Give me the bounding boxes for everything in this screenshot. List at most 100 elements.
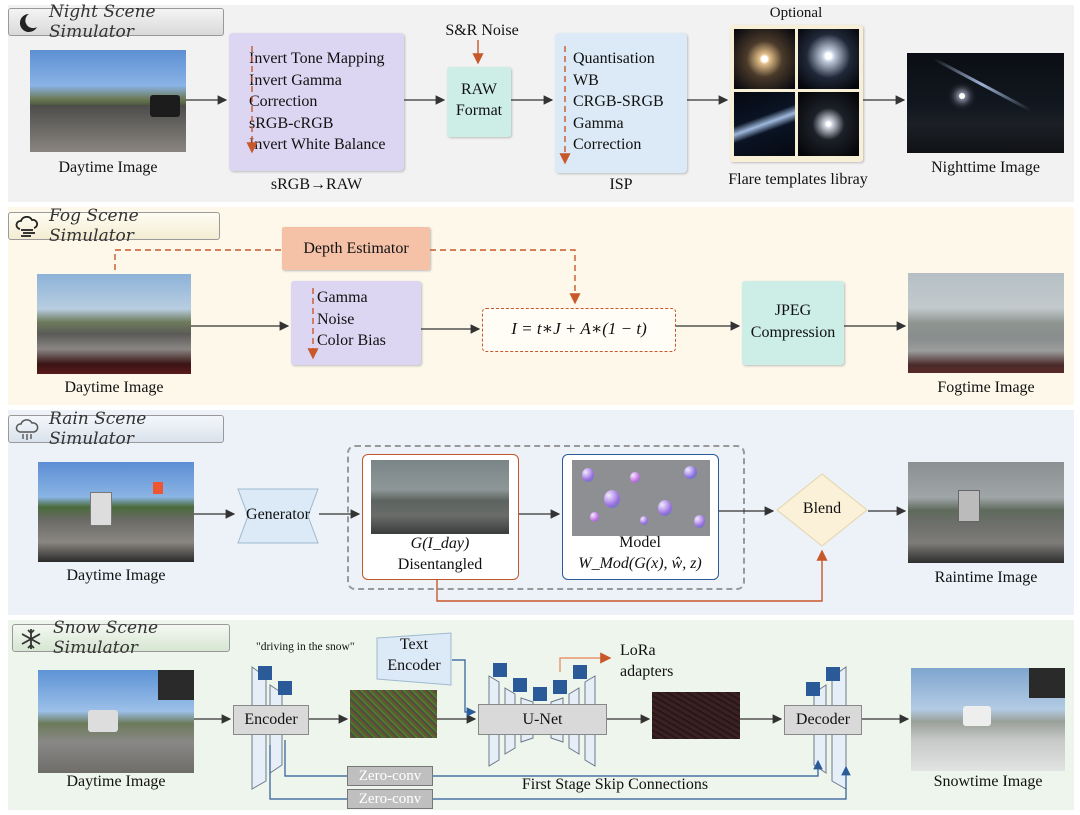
lora-label: LoRa adapters bbox=[620, 640, 673, 682]
generator-label: Generator bbox=[246, 506, 310, 523]
step-fog-noise: Noise bbox=[317, 310, 355, 328]
step-isp-correction: Correction bbox=[573, 136, 642, 153]
disentangled-photo bbox=[371, 460, 509, 534]
nighttime-photo bbox=[907, 53, 1064, 153]
disentangled-formula: G(I_day) bbox=[410, 535, 470, 552]
text-encoder-line1: Text bbox=[399, 636, 429, 653]
fog-formula: I = t∗J + A∗(1 − t) bbox=[511, 319, 647, 338]
rain-daytime-label: Daytime Image bbox=[66, 567, 166, 584]
srgb-to-raw-box: Invert Tone Mapping Invert Gamma Correct… bbox=[229, 33, 404, 171]
flare-library bbox=[730, 25, 863, 162]
noise-label: S&R Noise bbox=[445, 22, 519, 39]
srgb-steps: Invert Tone Mapping Invert Gamma Correct… bbox=[249, 48, 386, 156]
step-srgb-crgb: sRGB-cRGB bbox=[249, 114, 334, 132]
rain-title: Rain Scene Simulator bbox=[8, 409, 224, 449]
snowtime-photo bbox=[911, 668, 1065, 771]
step-invert-white-balance: Invert White Balance bbox=[249, 136, 386, 153]
step-gamma: Gamma bbox=[573, 114, 624, 132]
unet-block-5 bbox=[573, 665, 587, 679]
flare-caption: Flare templates libray bbox=[728, 171, 868, 188]
encoder-block-2 bbox=[278, 681, 292, 695]
model-formula: W_Mod(G(x), ŵ, z) bbox=[578, 555, 702, 572]
skip-connections-label: First Stage Skip Connections bbox=[521, 776, 709, 793]
snowflake-icon bbox=[21, 629, 41, 649]
model-label: Model bbox=[619, 534, 661, 551]
isp-steps: Quantisation WB CRGB-SRGB Gamma Correcti… bbox=[573, 48, 664, 156]
fog-daytime-photo bbox=[37, 274, 191, 374]
unet-text: U-Net bbox=[522, 711, 563, 728]
format-text: Format bbox=[455, 102, 503, 119]
step-correction: Correction bbox=[249, 93, 318, 110]
step-invert-gamma: Invert Gamma bbox=[249, 71, 342, 89]
encoder-block-1 bbox=[258, 666, 272, 680]
encoder-text: Encoder bbox=[244, 711, 298, 728]
decoder-box: Decoder bbox=[784, 705, 862, 735]
raintime-photo bbox=[908, 462, 1064, 563]
isp-caption: ISP bbox=[609, 176, 633, 193]
unet-block-2 bbox=[513, 678, 527, 692]
depth-estimator-text: Depth Estimator bbox=[303, 240, 409, 257]
encoder-box: Encoder bbox=[233, 705, 309, 735]
fog-steps-box: Gamma Noise Color Bias bbox=[291, 281, 421, 365]
decoder-text: Decoder bbox=[795, 711, 851, 728]
step-wb: WB bbox=[573, 71, 599, 89]
isp-box: Quantisation WB CRGB-SRGB Gamma Correcti… bbox=[555, 33, 687, 173]
snow-title: Snow Scene Simulator bbox=[12, 618, 230, 658]
night-title: Night Scene Simulator bbox=[8, 2, 224, 42]
fog-steps: Gamma Noise Color Bias bbox=[317, 287, 386, 352]
jpeg-box: JPEG Compression bbox=[742, 281, 844, 365]
night-daytime-photo bbox=[30, 50, 186, 152]
depth-estimator-box: Depth Estimator bbox=[282, 227, 430, 270]
disentangled-label: Disentangled bbox=[397, 556, 483, 573]
step-crgb-srgb: CRGB-SRGB bbox=[573, 93, 664, 110]
snow-daytime-photo bbox=[38, 670, 194, 773]
blend-diamond bbox=[776, 473, 868, 547]
fogtime-photo bbox=[908, 273, 1064, 373]
flare-template-3 bbox=[734, 92, 795, 156]
raw-format-box: RAW Format bbox=[447, 67, 511, 137]
snowtime-label: Snowtime Image bbox=[933, 773, 1043, 790]
raintime-label: Raintime Image bbox=[934, 569, 1038, 586]
blend-label: Blend bbox=[802, 500, 842, 517]
fog-cloud-icon bbox=[15, 216, 38, 237]
raindrop-model-photo bbox=[572, 460, 710, 536]
unet-box: U-Net bbox=[478, 704, 607, 735]
snow-daytime-label: Daytime Image bbox=[66, 773, 166, 790]
fog-formula-box: I = t∗J + A∗(1 − t) bbox=[482, 308, 676, 352]
step-fog-gamma: Gamma bbox=[317, 289, 368, 306]
zero-conv-text-2: Zero-conv bbox=[358, 791, 422, 807]
decoder-block-1 bbox=[806, 682, 820, 696]
unet-block-1 bbox=[493, 663, 507, 677]
unet-block-3 bbox=[533, 687, 547, 701]
jpeg-text: JPEG bbox=[774, 302, 812, 319]
fogtime-label: Fogtime Image bbox=[937, 379, 1035, 396]
latent-noise-photo bbox=[350, 690, 437, 738]
latent-output-photo bbox=[652, 692, 740, 739]
zero-conv-box-2: Zero-conv bbox=[347, 789, 433, 809]
flare-template-1 bbox=[734, 29, 795, 89]
zero-conv-box-1: Zero-conv bbox=[347, 766, 433, 786]
fog-title: Fog Scene Simulator bbox=[8, 206, 220, 246]
lora-line2: adapters bbox=[620, 663, 674, 680]
flare-template-4 bbox=[798, 92, 859, 156]
fog-daytime-label: Daytime Image bbox=[64, 379, 164, 396]
disentangled-box: G(I_day) Disentangled bbox=[362, 454, 519, 580]
compression-text: Compression bbox=[750, 324, 836, 341]
zero-conv-text-1: Zero-conv bbox=[358, 768, 422, 784]
step-fog-color-bias: Color Bias bbox=[317, 332, 386, 349]
nighttime-label: Nighttime Image bbox=[931, 159, 1040, 176]
rain-daytime-photo bbox=[38, 462, 194, 562]
optional-label: Optional bbox=[769, 5, 823, 21]
text-encoder-label: Text Encoder bbox=[376, 634, 452, 676]
moon-icon bbox=[19, 13, 37, 32]
step-quantisation: Quantisation bbox=[573, 50, 655, 67]
model-box: Model W_Mod(G(x), ŵ, z) bbox=[562, 454, 719, 580]
rain-cloud-icon bbox=[15, 419, 39, 440]
text-encoder-shape bbox=[376, 632, 452, 686]
decoder-block-2 bbox=[826, 667, 840, 681]
unet-block-4 bbox=[553, 680, 567, 694]
lora-line1: LoRa bbox=[620, 642, 656, 659]
text-encoder-line2: Encoder bbox=[387, 657, 441, 674]
flare-template-2 bbox=[798, 29, 859, 89]
raw-text: RAW bbox=[460, 81, 498, 98]
